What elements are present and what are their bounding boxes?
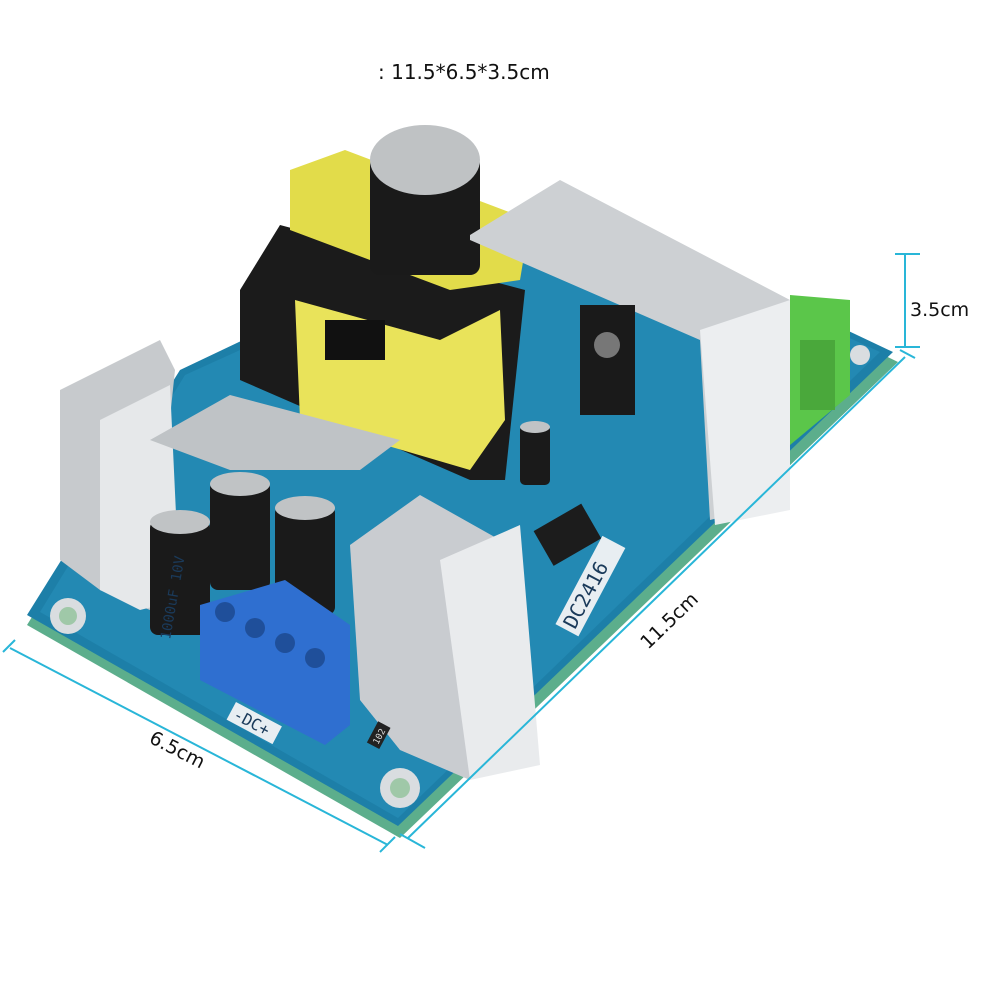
height-label: 3.5cm [910, 299, 969, 321]
output-capacitor [150, 421, 550, 635]
length-dimension-line [407, 356, 906, 839]
controller-ic [533, 503, 602, 566]
dimension-lines [2, 253, 920, 853]
output-terminal-block [200, 580, 350, 745]
mounting-hole [50, 345, 870, 808]
width-dimension-line [9, 647, 389, 846]
width-label: 6.5cm [146, 727, 209, 773]
front-heatsink-right [350, 495, 540, 780]
bulk-capacitor [370, 125, 480, 275]
input-terminal-block [790, 295, 850, 445]
rear-heatsink [470, 180, 790, 525]
dimension-caption: : 11.5*6.5*3.5cm [378, 60, 550, 84]
